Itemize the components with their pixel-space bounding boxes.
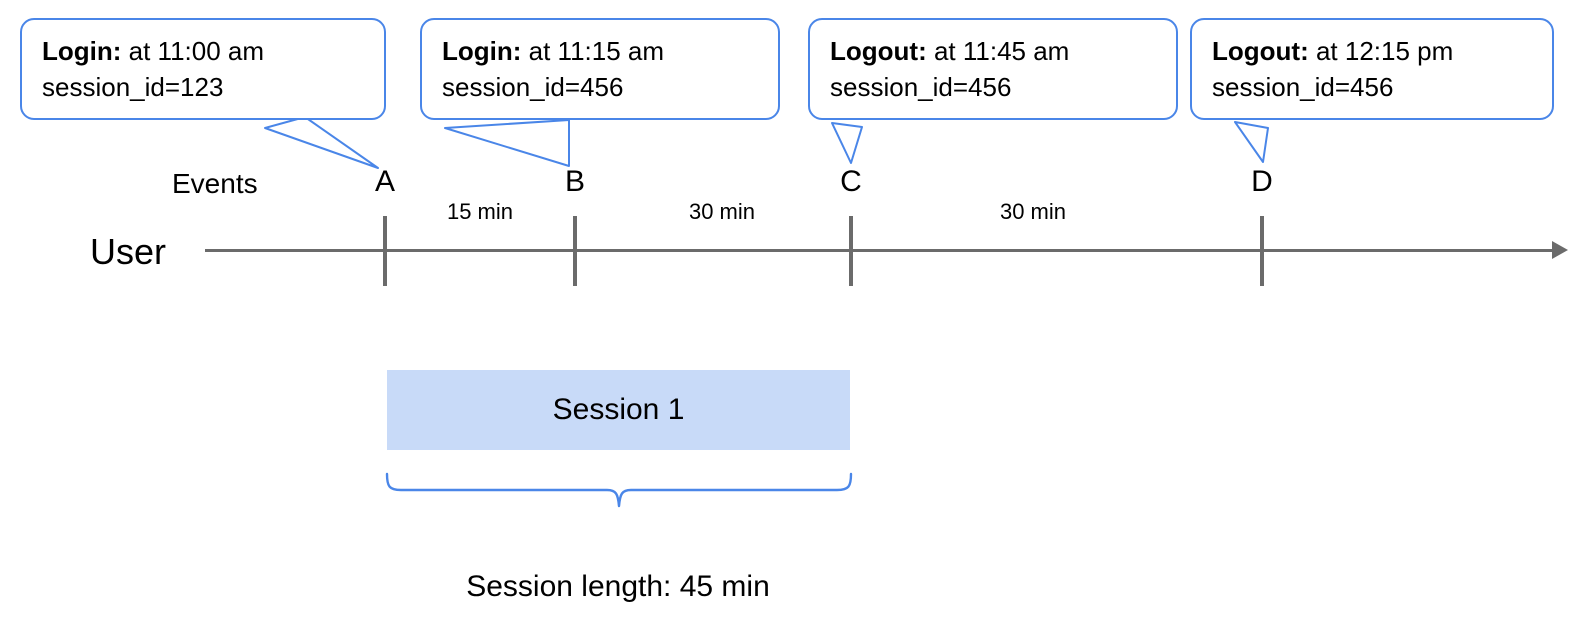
tick-c — [849, 216, 853, 286]
tick-label-b: B — [564, 165, 586, 198]
timeline-axis — [205, 249, 1557, 252]
callout-a-time: at 11:00 am — [121, 36, 265, 66]
callout-d-lead: Logout: — [1212, 36, 1309, 66]
tick-b — [573, 216, 577, 286]
user-row-label: User — [90, 231, 167, 272]
callout-b-lead: Login: — [442, 36, 522, 66]
callout-d-time: at 12:15 pm — [1308, 36, 1454, 66]
callout-logout-d[interactable]: Logout: at 12:15 pm session_id=456 — [1190, 18, 1554, 120]
callout-d-line2: session_id=456 — [1212, 71, 1394, 102]
session-length-caption: Session length: 45 min — [466, 570, 770, 603]
tick-a — [383, 216, 387, 286]
callout-login-a[interactable]: Login: at 11:00 am session_id=123 — [20, 18, 386, 120]
callout-c-line1: Logout: at 11:45 am — [830, 34, 1160, 70]
tick-label-c: C — [840, 165, 862, 198]
tick-d — [1260, 216, 1264, 286]
callout-c-time: at 11:45 am — [926, 36, 1070, 66]
tick-label-d: D — [1251, 165, 1273, 198]
callout-b-line2: session_id=456 — [442, 71, 624, 102]
callout-tail-d — [1234, 121, 1269, 163]
session-bar-session-1[interactable]: Session 1 — [387, 370, 850, 450]
events-row-label: Events — [172, 168, 258, 199]
callout-login-b[interactable]: Login: at 11:15 am session_id=456 — [420, 18, 780, 120]
callout-a-line1: Login: at 11:00 am — [42, 34, 368, 70]
session-length-brace — [385, 472, 853, 508]
interval-label-cd: 30 min — [999, 199, 1067, 224]
callout-c-line2: session_id=456 — [830, 71, 1012, 102]
callout-tail-a — [264, 116, 379, 169]
tick-label-a: A — [374, 165, 396, 198]
timeline-axis-arrowhead — [1552, 241, 1568, 259]
callout-tail-c — [831, 122, 863, 164]
callout-tail-b — [444, 119, 570, 167]
callout-a-line2: session_id=123 — [42, 71, 224, 102]
callout-d-line1: Logout: at 12:15 pm — [1212, 34, 1536, 70]
callout-logout-c[interactable]: Logout: at 11:45 am session_id=456 — [808, 18, 1178, 120]
callout-a-lead: Login: — [42, 36, 122, 66]
session-bar-label: Session 1 — [552, 393, 685, 426]
callout-c-lead: Logout: — [830, 36, 927, 66]
interval-label-bc: 30 min — [688, 199, 756, 224]
callout-b-time: at 11:15 am — [521, 36, 665, 66]
interval-label-ab: 15 min — [446, 199, 514, 224]
callout-b-line1: Login: at 11:15 am — [442, 34, 762, 70]
